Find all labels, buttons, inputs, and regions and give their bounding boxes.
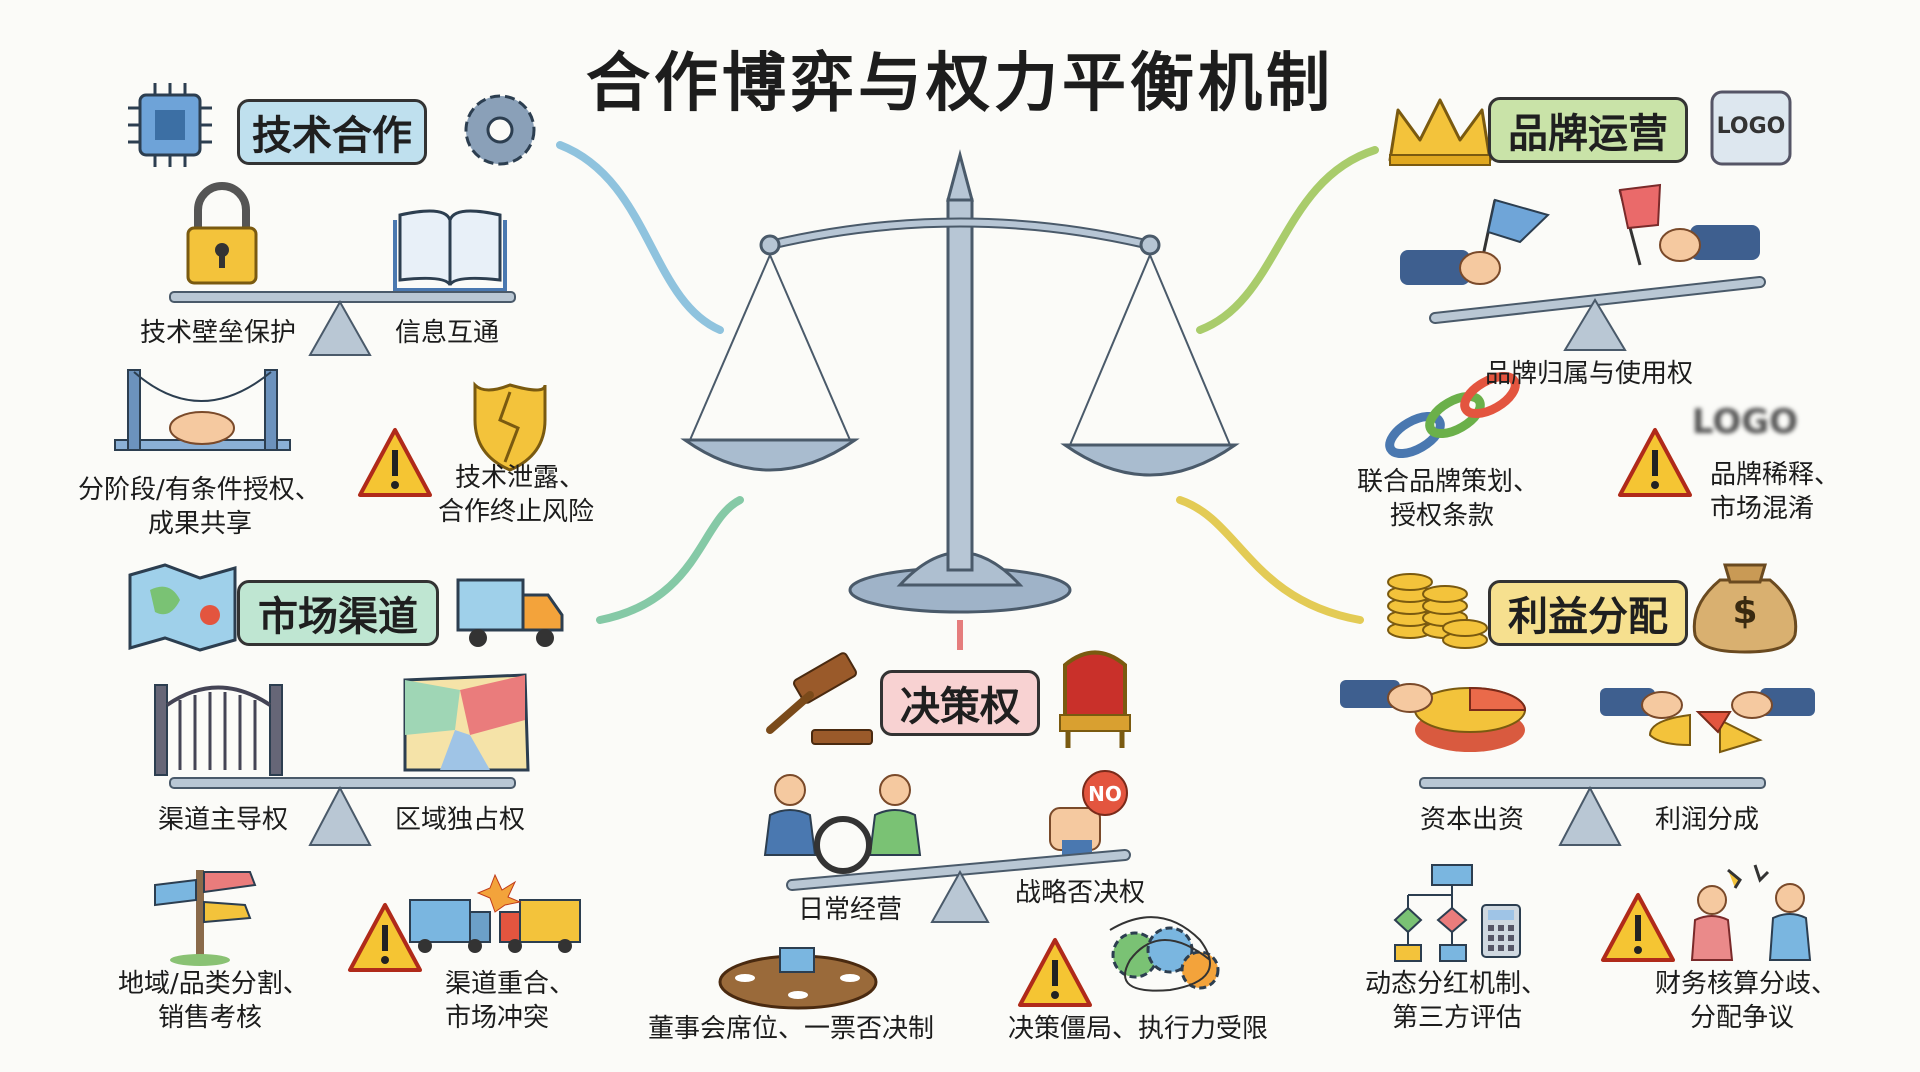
channel-balance-right-label: 区域独占权 bbox=[395, 805, 526, 835]
coins-icon bbox=[1387, 573, 1488, 649]
warning-icon bbox=[1601, 893, 1675, 962]
channel-risk-line2: 市场冲突 bbox=[445, 1003, 550, 1033]
profit-heading[interactable]: 利益分配 bbox=[1488, 580, 1688, 646]
tech-balance bbox=[169, 291, 516, 356]
profit-risk-line2: 分配争议 bbox=[1690, 1003, 1795, 1033]
connector-profit bbox=[1176, 496, 1364, 624]
region-map-icon bbox=[403, 673, 530, 772]
decision-balance-left-label: 日常经营 bbox=[798, 895, 903, 925]
logo-blurred-text: LOGO bbox=[1691, 402, 1799, 442]
brand-mechanism-line2: 授权条款 bbox=[1390, 501, 1495, 531]
tech-heading[interactable]: 技术合作 bbox=[237, 99, 427, 165]
channel-balance bbox=[169, 777, 516, 846]
channel-balance-left-label: 渠道主导权 bbox=[158, 805, 289, 835]
decision-balance bbox=[786, 849, 1131, 923]
profit-balance bbox=[1419, 777, 1766, 846]
profit-risk-line1: 财务核算分歧、 bbox=[1655, 969, 1838, 999]
dollar-sign-text: $ bbox=[1732, 591, 1758, 632]
tech-balance-right-label: 信息互通 bbox=[395, 318, 500, 348]
warning-icon bbox=[1018, 938, 1092, 1007]
channel-mechanism-line2: 销售考核 bbox=[158, 1003, 263, 1033]
logo-badge-text: LOGO bbox=[1716, 114, 1786, 139]
profit-balance-left-label: 资本出资 bbox=[1420, 805, 1525, 835]
tech-balance-left-label: 技术壁垒保护 bbox=[140, 318, 297, 348]
flowchart-icon bbox=[1393, 864, 1473, 962]
map-icon bbox=[128, 563, 237, 652]
truck-collision-icon bbox=[409, 873, 581, 953]
brand-balance bbox=[1429, 276, 1766, 351]
gavel-icon bbox=[766, 652, 873, 745]
calculator-icon bbox=[1481, 904, 1521, 958]
chain-icon bbox=[1385, 371, 1520, 459]
connector-brand bbox=[1196, 146, 1379, 334]
logo-badge-icon bbox=[1710, 90, 1792, 166]
tech-mechanism-line1: 分阶段/有条件授权、 bbox=[78, 475, 321, 505]
pie-chart-icon bbox=[1600, 688, 1815, 754]
channel-risk-line1: 渠道重合、 bbox=[445, 969, 576, 999]
arguing-people-icon bbox=[1690, 864, 1812, 961]
bridge-handshake-icon bbox=[114, 369, 291, 451]
pie-chart-icon bbox=[1340, 680, 1527, 752]
page-title: 合作博弈与权力平衡机制 bbox=[586, 47, 1334, 121]
decision-heading[interactable]: 决策权 bbox=[880, 670, 1040, 736]
crown-icon bbox=[1388, 98, 1492, 166]
balance-scale-icon bbox=[680, 149, 1240, 614]
round-table-icon bbox=[718, 947, 878, 1010]
no-sign-text: NO bbox=[1088, 782, 1122, 806]
warning-icon bbox=[1618, 428, 1692, 497]
brand-risk-line2: 市场混淆 bbox=[1710, 494, 1815, 524]
connector-channel bbox=[596, 496, 744, 624]
chip-icon bbox=[128, 83, 212, 167]
tech-risk-line1: 技术泄露、 bbox=[455, 463, 586, 493]
no-hand-icon bbox=[1049, 770, 1128, 858]
brand-risk-line1: 品牌稀释、 bbox=[1710, 460, 1841, 490]
signpost-icon bbox=[154, 870, 257, 966]
brand-heading[interactable]: 品牌运营 bbox=[1488, 97, 1688, 163]
tech-mechanism-line2: 成果共享 bbox=[148, 509, 253, 539]
warning-icon bbox=[358, 428, 432, 497]
brand-balance-label: 品牌归属与使用权 bbox=[1485, 359, 1694, 389]
tech-risk-line2: 合作终止风险 bbox=[438, 497, 595, 527]
steering-fight-icon bbox=[763, 774, 922, 874]
decision-mechanism-label: 董事会席位、一票否决制 bbox=[648, 1014, 935, 1044]
flag-handshake-icon bbox=[1400, 183, 1760, 285]
profit-mechanism-line1: 动态分红机制、 bbox=[1365, 969, 1548, 999]
broken-shield-icon bbox=[473, 381, 547, 472]
book-icon bbox=[393, 209, 507, 292]
warning-icon bbox=[348, 903, 422, 972]
throne-icon bbox=[1059, 650, 1131, 748]
decision-balance-right-label: 战略否决权 bbox=[1015, 878, 1146, 908]
gear-icon bbox=[464, 94, 536, 166]
truck-icon bbox=[456, 578, 564, 647]
profit-mechanism-line2: 第三方评估 bbox=[1392, 1003, 1523, 1033]
channel-mechanism-line1: 地域/品类分割、 bbox=[118, 969, 309, 999]
gate-icon bbox=[154, 684, 283, 776]
decision-risk-label: 决策僵局、执行力受限 bbox=[1008, 1014, 1269, 1044]
money-bag-icon bbox=[1692, 563, 1798, 654]
connector-tech bbox=[556, 141, 724, 334]
profit-balance-right-label: 利润分成 bbox=[1655, 805, 1760, 835]
tangled-gears-icon bbox=[1109, 916, 1220, 992]
brand-mechanism-line1: 联合品牌策划、 bbox=[1357, 467, 1540, 497]
lock-icon bbox=[186, 182, 258, 285]
channel-heading[interactable]: 市场渠道 bbox=[237, 580, 439, 646]
